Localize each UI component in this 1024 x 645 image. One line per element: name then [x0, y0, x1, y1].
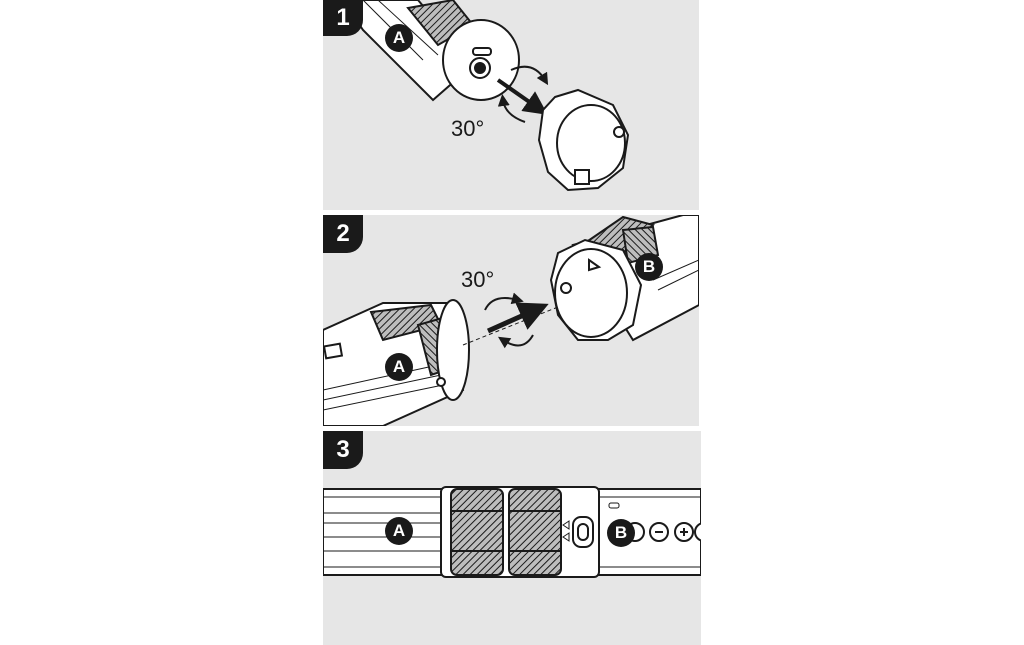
- rotation-angle: 30°: [461, 267, 495, 292]
- step-3-illustration: [323, 486, 701, 578]
- rotate-arrow-upper: [484, 292, 524, 311]
- step-1-panel: 1 A 30°: [323, 0, 699, 210]
- coupler-grip-right: [508, 488, 562, 576]
- step-2-panel: 2 B A 30°: [323, 215, 699, 426]
- step-2-illustration: [323, 215, 699, 426]
- step-number: 1: [323, 0, 363, 36]
- detached-ring: [537, 88, 630, 192]
- step-number: 2: [323, 215, 363, 253]
- tube-a-end: [436, 299, 470, 401]
- step-number: 3: [323, 431, 363, 469]
- part-a-badge: A: [385, 24, 413, 52]
- part-b-badge: B: [607, 519, 635, 547]
- rotate-arrow-lower: [497, 334, 534, 349]
- separation-arrow: [496, 78, 548, 115]
- rotate-arrow-lower: [497, 94, 526, 123]
- coupler-grip-left: [450, 488, 504, 576]
- rotate-arrow-upper: [510, 65, 549, 86]
- step-3-panel: 3 A B: [323, 431, 701, 645]
- insert-arrow: [486, 302, 549, 334]
- step-1-illustration: [341, 0, 630, 192]
- rotation-angle: 30°: [451, 116, 485, 141]
- part-a-badge: A: [385, 353, 413, 381]
- part-b-badge: B: [635, 253, 663, 281]
- part-a-badge: A: [385, 517, 413, 545]
